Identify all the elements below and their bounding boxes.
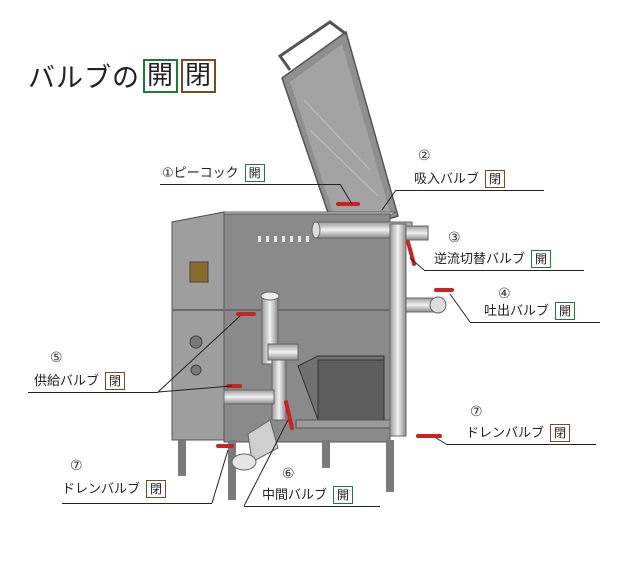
diagram-title: バルブの 開 閉 — [28, 56, 217, 95]
callout-number: ⑦ — [470, 404, 483, 420]
leader-line — [424, 270, 584, 271]
title-open-box: 開 — [143, 58, 179, 93]
state-box: 開 — [555, 302, 576, 320]
state-box: 開 — [333, 486, 354, 504]
callout-number: ① — [162, 166, 174, 181]
leader-line — [470, 322, 600, 323]
lid — [277, 20, 399, 237]
title-closed-box: 閉 — [181, 58, 217, 93]
leader-line — [160, 184, 340, 185]
callout-number: ⑤ — [50, 350, 63, 366]
callout-discharge: 吐出バルブ開 — [484, 302, 576, 320]
callout-label: 供給バルブ — [34, 374, 100, 389]
callout-drain-right: ドレンバルブ閉 — [466, 424, 571, 442]
state-box: 開 — [244, 164, 265, 182]
state-box: 閉 — [550, 424, 571, 442]
callout-label: ドレンバルブ — [62, 482, 141, 497]
callout-number: ⑥ — [282, 466, 295, 482]
callout-label: 中間バルブ — [262, 488, 328, 503]
callout-label: 吐出バルブ — [484, 304, 550, 319]
callout-label: ドレンバルブ — [466, 426, 545, 441]
callout-drain-left: ドレンバルブ閉 — [62, 480, 167, 498]
callout-supply: 供給バルブ閉 — [34, 372, 126, 390]
callout-label: 吸入バルブ — [414, 172, 480, 187]
callout-number: ③ — [448, 230, 461, 246]
state-box: 閉 — [485, 170, 506, 188]
leader-line — [396, 190, 544, 191]
leader-line — [62, 503, 212, 504]
leader-line — [244, 506, 380, 507]
leader-line — [28, 392, 158, 393]
callout-number: ④ — [498, 286, 511, 302]
callout-number: ② — [418, 148, 431, 164]
callout-label: 逆流切替バルブ — [434, 252, 526, 267]
callout-number: ⑦ — [70, 458, 83, 474]
state-box: 閉 — [105, 372, 126, 390]
callout-middle: 中間バルブ開 — [262, 486, 354, 504]
callout-intake: 吸入バルブ閉 — [414, 170, 506, 188]
callout-label: ピーコック — [173, 166, 239, 181]
title-text: バルブの — [28, 63, 140, 94]
state-box: 開 — [531, 250, 552, 268]
callout-peacock: ①ピーコック開 — [162, 164, 265, 182]
callout-backflow: 逆流切替バルブ開 — [434, 250, 552, 268]
leader-line — [446, 444, 596, 445]
state-box: 閉 — [146, 480, 167, 498]
